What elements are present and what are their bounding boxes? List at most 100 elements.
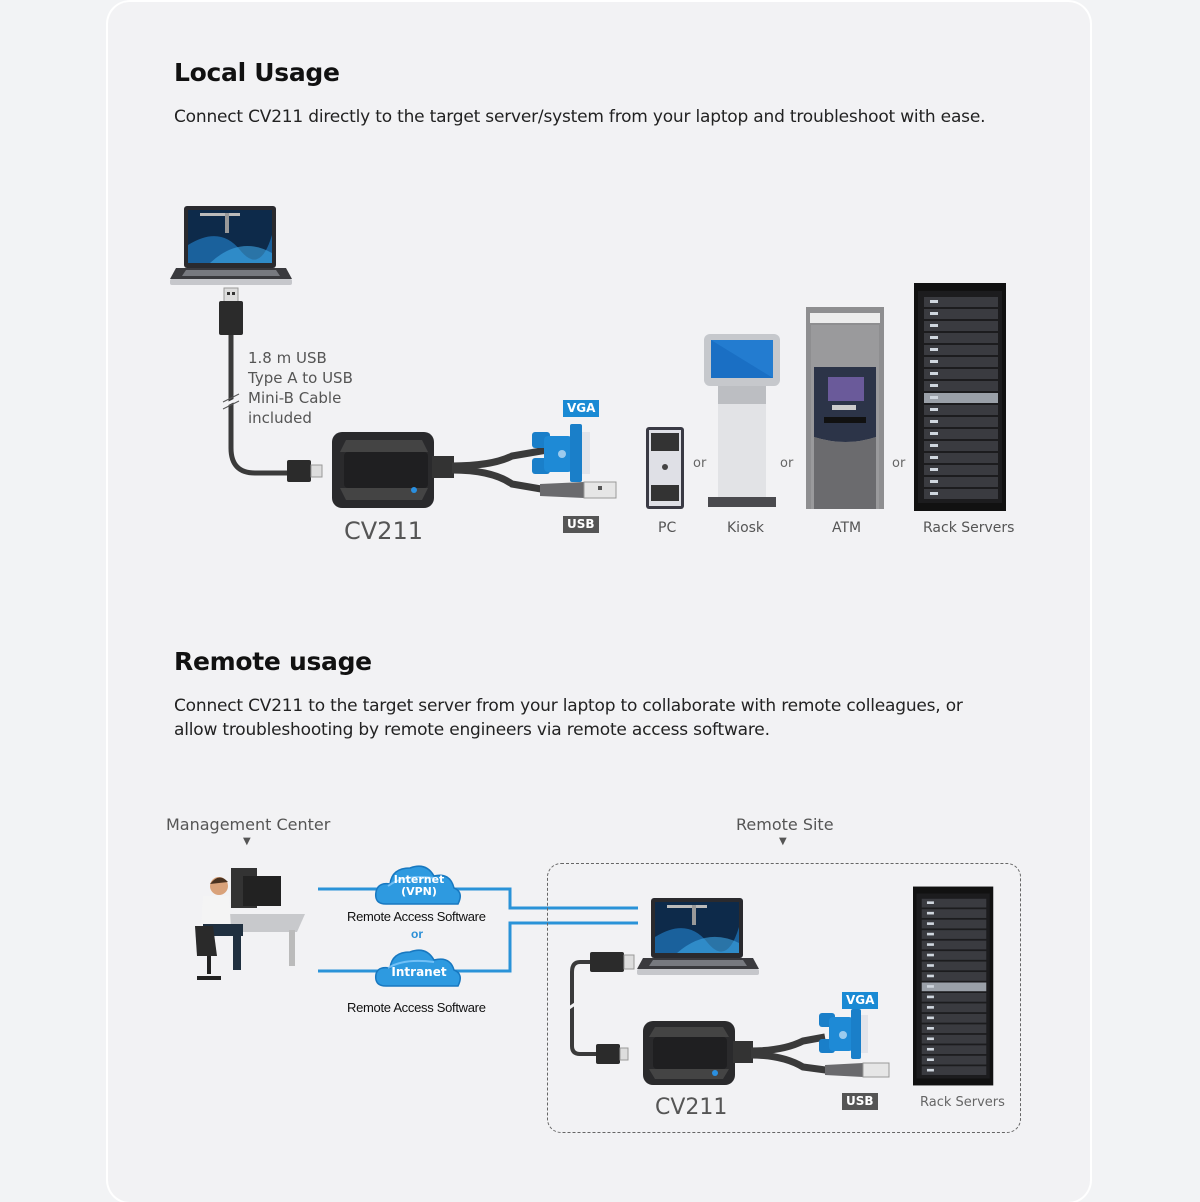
server-slot bbox=[921, 961, 987, 971]
remote-site-box bbox=[547, 863, 1021, 1133]
server-slot bbox=[924, 477, 998, 487]
atm-icon bbox=[806, 307, 884, 509]
target-label-atm: ATM bbox=[832, 520, 862, 536]
remote-access-software-label: Remote Access Software bbox=[347, 1000, 486, 1015]
server-slot-led bbox=[930, 324, 938, 327]
server-slot bbox=[924, 441, 998, 451]
cable-note-line: Type A to USB bbox=[248, 369, 353, 387]
server-slot bbox=[924, 465, 998, 475]
cable-note-line: 1.8 m USB bbox=[248, 349, 327, 367]
server-slot bbox=[924, 333, 998, 343]
server-slot bbox=[921, 898, 987, 908]
cv211-device-icon bbox=[643, 1009, 890, 1085]
remote-site-label: Remote Site bbox=[736, 815, 834, 834]
remote-description-line: allow troubleshooting by remote engineer… bbox=[174, 720, 770, 740]
server-slot-led bbox=[930, 348, 938, 351]
server-slot-led bbox=[926, 1037, 934, 1041]
server-slot bbox=[921, 1034, 987, 1044]
cloud-internet-line: Internet bbox=[393, 873, 445, 886]
vga-tag: VGA bbox=[842, 992, 879, 1009]
server-slot-led bbox=[930, 468, 938, 471]
server-slot-led bbox=[930, 420, 938, 423]
cloud-internet-label: Internet (VPN) bbox=[380, 874, 458, 898]
server-rack-icon bbox=[914, 283, 1006, 511]
server-slot-led bbox=[926, 974, 934, 978]
laptop-icon bbox=[637, 898, 759, 975]
server-rack-icon bbox=[913, 886, 994, 1086]
usb-cable-remote bbox=[565, 952, 635, 1064]
server-slot bbox=[921, 1066, 987, 1075]
target-label-pc: PC bbox=[658, 520, 677, 536]
cable-note-line: Mini-B Cable bbox=[248, 389, 342, 407]
vga-tag: VGA bbox=[563, 400, 600, 417]
server-slot bbox=[924, 369, 998, 379]
server-slot bbox=[921, 992, 987, 1002]
server-slot bbox=[921, 1045, 987, 1055]
server-slot bbox=[924, 393, 998, 403]
server-slot-led bbox=[926, 1047, 934, 1051]
server-slot bbox=[921, 1024, 987, 1034]
server-slot-led bbox=[926, 1068, 934, 1072]
cloud-internet-line: (VPN) bbox=[401, 885, 437, 898]
server-slot bbox=[924, 429, 998, 439]
remote-usage-title: Remote usage bbox=[174, 647, 372, 676]
server-slot-led bbox=[930, 312, 938, 315]
or-separator: or bbox=[780, 456, 794, 471]
remote-usage-description: Connect CV211 to the target server from … bbox=[174, 694, 963, 742]
target-label-kiosk: Kiosk bbox=[727, 520, 765, 536]
server-slot-led bbox=[926, 943, 934, 946]
server-slot bbox=[921, 972, 987, 981]
arrow-down-icon: ▼ bbox=[779, 836, 787, 847]
server-slot-led bbox=[930, 432, 938, 435]
cv211-device-icon bbox=[332, 424, 617, 508]
server-slot bbox=[924, 321, 998, 331]
server-slot bbox=[924, 405, 998, 415]
server-slot bbox=[921, 1003, 987, 1013]
operator-workstation-icon bbox=[195, 868, 305, 980]
server-slot-led bbox=[930, 492, 938, 495]
server-slot-led bbox=[926, 985, 934, 988]
server-slot bbox=[921, 951, 987, 960]
server-slot-led bbox=[926, 1006, 934, 1009]
server-slot-led bbox=[926, 1027, 934, 1030]
server-slot-led bbox=[926, 922, 934, 925]
server-slot-led bbox=[926, 932, 934, 936]
or-label: or bbox=[411, 927, 423, 941]
server-slot bbox=[924, 381, 998, 391]
server-slot bbox=[921, 930, 987, 939]
server-slot-led bbox=[930, 336, 938, 339]
cloud-icon bbox=[374, 949, 461, 987]
server-slot-led bbox=[926, 1058, 934, 1062]
server-slot bbox=[921, 909, 987, 918]
server-slot bbox=[921, 940, 987, 950]
cloud-icon bbox=[374, 865, 461, 905]
usb-tag: USB bbox=[842, 1093, 878, 1110]
server-slot-led bbox=[926, 911, 934, 915]
server-slot-led bbox=[930, 408, 938, 411]
server-slot bbox=[921, 982, 987, 992]
arrow-down-icon: ▼ bbox=[243, 836, 251, 847]
server-slot bbox=[921, 919, 987, 929]
cv211-label: CV211 bbox=[344, 517, 423, 545]
server-slot-led bbox=[930, 372, 938, 375]
cloud-intranet-label: Intranet bbox=[391, 965, 447, 979]
server-slot bbox=[924, 489, 998, 499]
server-slot-led bbox=[930, 480, 938, 483]
server-slot bbox=[924, 417, 998, 427]
usb-tag: USB bbox=[563, 516, 599, 533]
server-slot-led bbox=[930, 384, 938, 387]
local-usage-description: Connect CV211 directly to the target ser… bbox=[174, 107, 986, 127]
local-usage-title: Local Usage bbox=[174, 58, 340, 87]
server-slot-led bbox=[926, 901, 934, 904]
management-center-label: Management Center bbox=[166, 815, 331, 834]
or-separator: or bbox=[892, 456, 906, 471]
server-slot-led bbox=[926, 953, 934, 957]
server-slot-led bbox=[930, 444, 938, 447]
cable-note: 1.8 m USB Type A to USB Mini-B Cable inc… bbox=[248, 348, 353, 428]
rack-servers-label: Rack Servers bbox=[920, 1095, 1005, 1110]
server-slot bbox=[921, 1055, 987, 1065]
or-separator: or bbox=[693, 456, 707, 471]
remote-access-software-label: Remote Access Software bbox=[347, 909, 486, 924]
kiosk-icon bbox=[704, 334, 780, 507]
server-slot bbox=[924, 357, 998, 367]
